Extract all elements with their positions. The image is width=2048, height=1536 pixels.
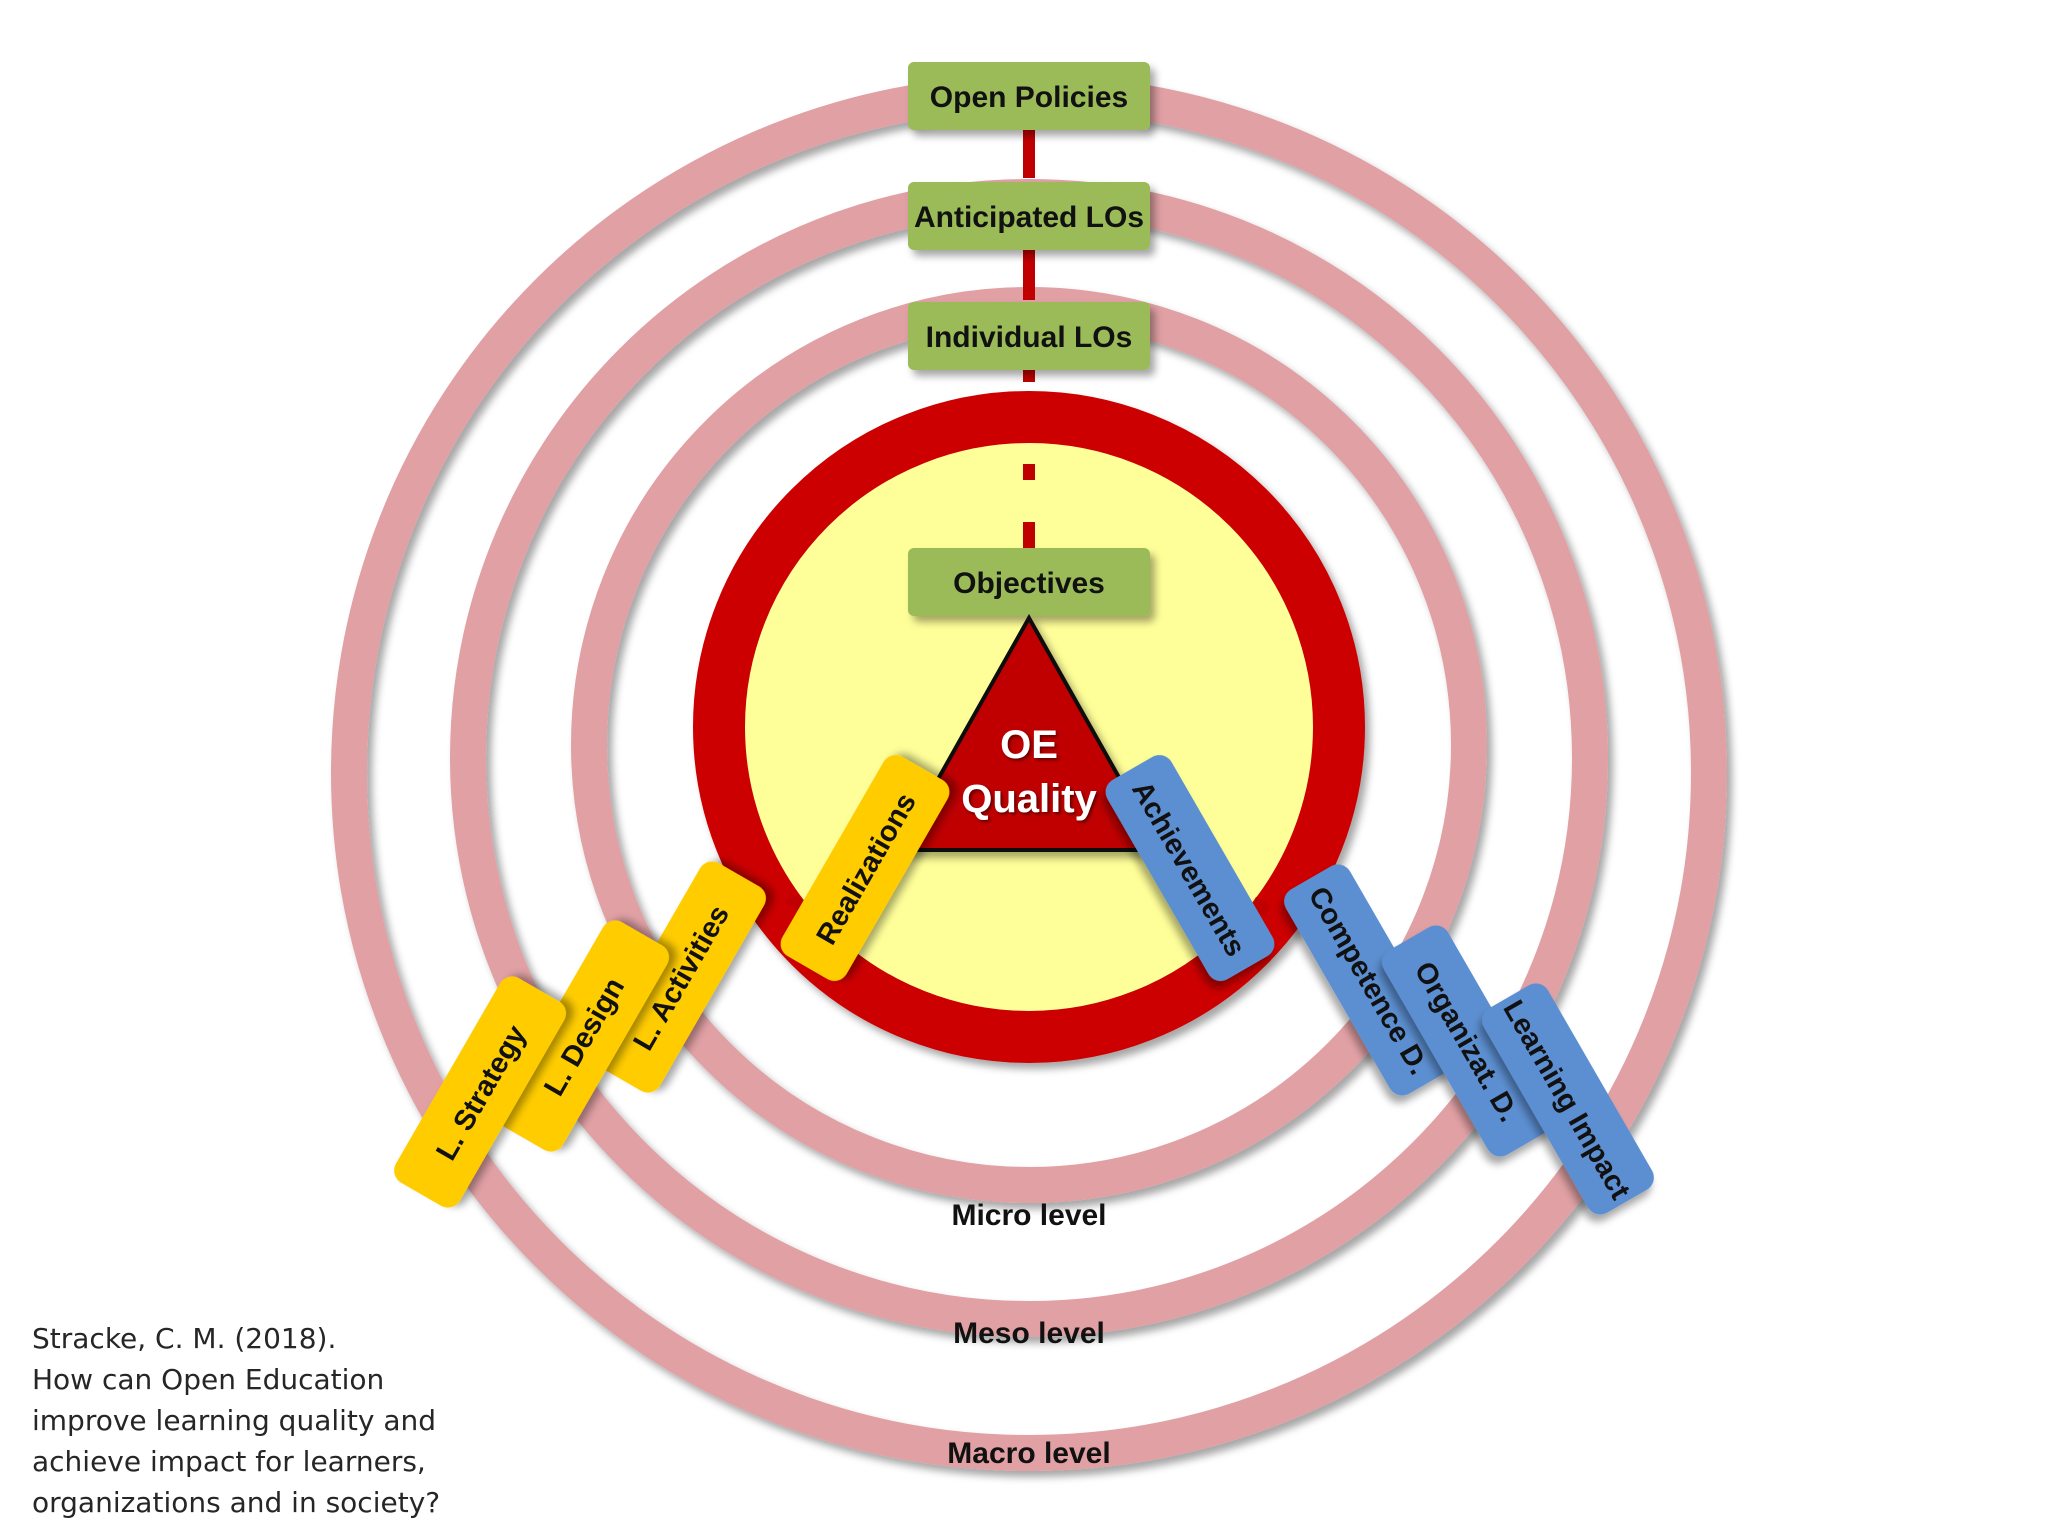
oe-label: OE — [1000, 723, 1058, 767]
meso-level-label: Meso level — [953, 1317, 1105, 1350]
open-policies-label: Open Policies — [930, 81, 1128, 114]
citation: Stracke, C. M. (2018). How can Open Educ… — [32, 1318, 552, 1523]
objectives-label: Objectives — [953, 567, 1105, 600]
citation-line: Stracke, C. M. (2018). — [32, 1322, 337, 1355]
citation-line: How can Open Education — [32, 1363, 385, 1396]
citation-line: achieve impact for learners, — [32, 1445, 426, 1478]
citation-line: improve learning quality and — [32, 1404, 437, 1437]
anticipated-los-box: Anticipated LOs — [908, 182, 1150, 250]
individual-los-label: Individual LOs — [926, 321, 1133, 354]
citation-line: organizations and in society? — [32, 1486, 441, 1519]
realizations-box: Realizations — [780, 755, 950, 981]
macro-level-label: Macro level — [947, 1437, 1110, 1470]
objectives-box: Objectives — [908, 548, 1150, 616]
micro-level-label: Micro level — [951, 1199, 1106, 1232]
quality-label: Quality — [961, 777, 1097, 821]
oe-quality-triangle: OE Quality — [894, 613, 1164, 852]
anticipated-los-label: Anticipated LOs — [914, 201, 1144, 234]
open-policies-box: Open Policies — [908, 62, 1150, 130]
individual-los-box: Individual LOs — [908, 302, 1150, 370]
